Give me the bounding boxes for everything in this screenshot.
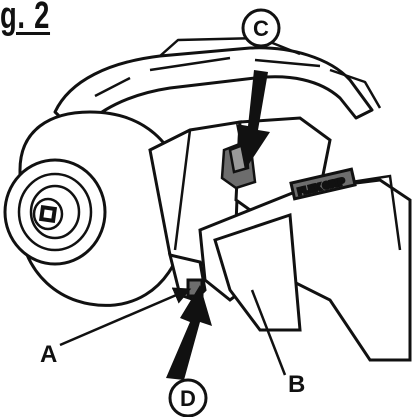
callout-circle-c: C (241, 8, 281, 48)
callout-arrows (166, 70, 270, 380)
leader-lines (59, 287, 287, 376)
callout-d-label: D (180, 386, 196, 411)
leader-line-a (59, 287, 192, 347)
tool-nose (3, 110, 188, 307)
leader-line-b (250, 289, 287, 376)
callout-circle-d: D (168, 378, 208, 417)
tool-top-housing (53, 36, 382, 136)
callout-c-label: C (253, 16, 269, 41)
tool-handle: FLEX GRIP (198, 167, 412, 362)
arrow-d-icon (166, 285, 212, 380)
arrow-c-icon (236, 70, 270, 170)
callout-b-label: B (288, 371, 305, 398)
figure-caption: g. 2 (0, 0, 51, 37)
callout-a-label: A (40, 341, 57, 368)
